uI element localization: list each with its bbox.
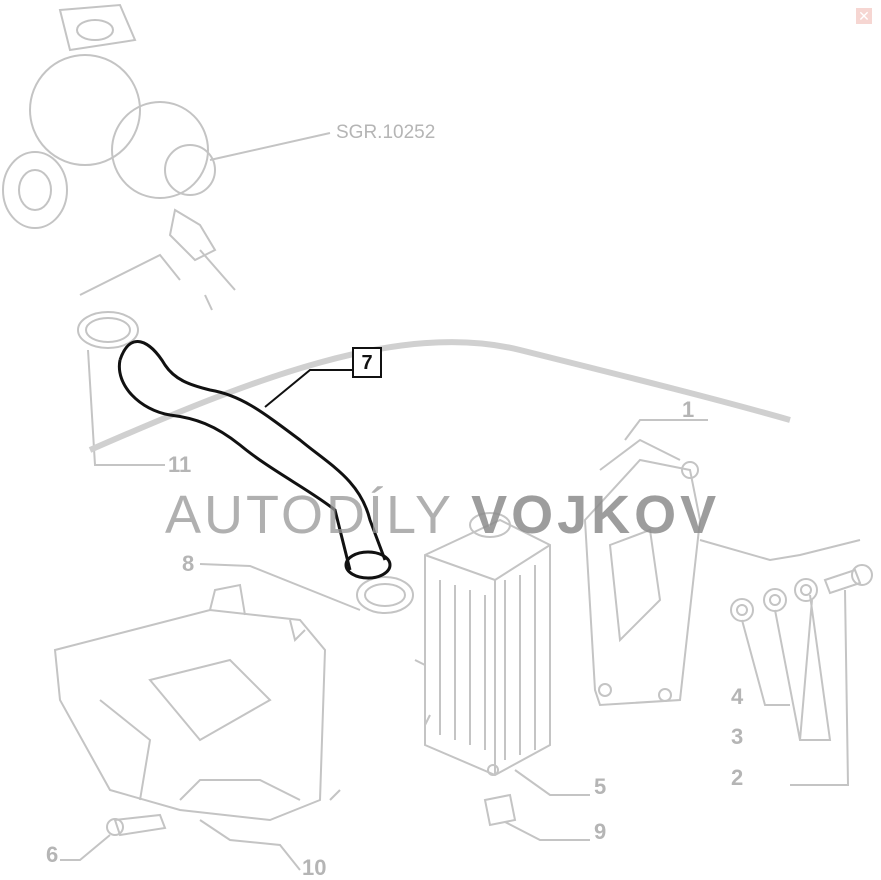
part-label-3[interactable]: 3 [731, 724, 744, 749]
part-label-8[interactable]: 8 [182, 551, 195, 576]
part-label-10[interactable]: 10 [302, 855, 327, 880]
intercooler-drawing [414, 512, 590, 796]
part-label-2[interactable]: 2 [731, 765, 744, 790]
part-label-11[interactable]: 11 [168, 452, 192, 477]
turbocharger-drawing [2, 3, 331, 291]
watermark: AUTODÍLY VOJKOV [165, 485, 720, 545]
air-duct-drawing [53, 583, 327, 871]
hose-part-7 [117, 340, 392, 580]
part-label-4[interactable]: 4 [731, 684, 744, 709]
part-label-5[interactable]: 5 [594, 774, 607, 799]
close-icon[interactable]: ✕ [856, 8, 872, 24]
bracket-drawing [583, 419, 861, 707]
watermark-bold: VOJKOV [471, 485, 721, 545]
part-label-9[interactable]: 9 [594, 819, 607, 844]
reference-label[interactable]: SGR.10252 [336, 122, 436, 143]
part-callout-7[interactable]: 7 [352, 347, 382, 378]
part-label-6[interactable]: 6 [46, 842, 59, 867]
part-label-1[interactable]: 1 [682, 397, 695, 422]
watermark-light: AUTODÍLY [165, 485, 454, 545]
